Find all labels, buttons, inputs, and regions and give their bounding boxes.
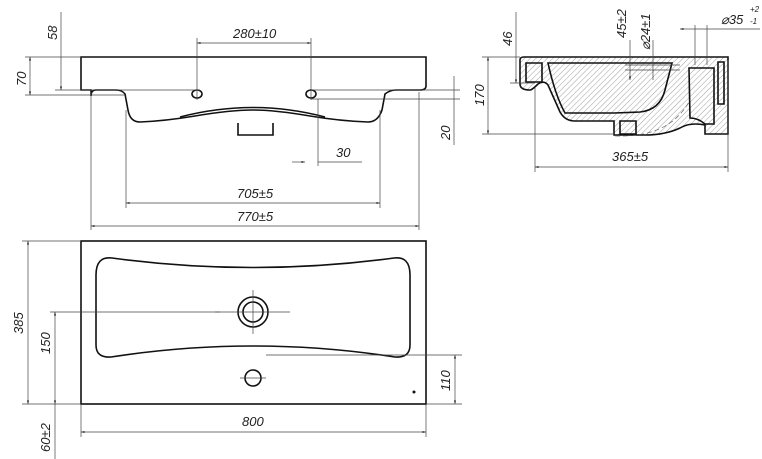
drain-hole	[619, 120, 637, 135]
basin-outline	[80, 240, 427, 405]
dim-280: 280±10	[232, 26, 277, 41]
front-outline	[80, 56, 427, 123]
dim-800: 800	[242, 414, 264, 429]
dim-35-lower-tol: -1	[750, 17, 757, 26]
bowl-outline	[95, 257, 411, 358]
dim-58: 58	[45, 25, 60, 40]
dim-60: 60±2	[38, 422, 53, 452]
dim-70: 70	[14, 71, 29, 86]
back-cavity	[688, 67, 715, 125]
dim-24: ⌀24±1	[638, 13, 653, 50]
rim-channel	[525, 62, 543, 83]
side-section-view: 46 170 45±2 ⌀24±1 ⌀35 +2 -1 365±5	[472, 5, 760, 172]
bowl-cavity	[547, 62, 674, 114]
bowl-curve	[179, 106, 326, 118]
drain-outlet	[237, 123, 274, 136]
dim-770: 770±5	[237, 209, 274, 224]
dim-150: 150	[38, 332, 53, 354]
front-view: 58 70 280±10 20 30 705±5 770±5	[14, 12, 460, 230]
plan-view: 385 150 110 800 60±2	[11, 240, 462, 459]
dim-20: 20	[438, 125, 453, 141]
dim-110: 110	[438, 370, 453, 391]
overflow-channel	[717, 61, 725, 105]
dim-385: 385	[11, 312, 26, 334]
dim-45: 45±2	[614, 8, 629, 38]
dim-35: ⌀35	[721, 12, 744, 27]
hidden-line	[614, 99, 691, 137]
dim-30: 30	[336, 145, 351, 160]
marker-dot	[412, 390, 416, 394]
dim-705: 705±5	[237, 186, 274, 201]
dim-35-upper-tol: +2	[750, 5, 760, 14]
section-outline	[519, 56, 729, 136]
dim-365: 365±5	[612, 149, 649, 164]
dim-170: 170	[472, 84, 487, 106]
dim-46: 46	[500, 31, 515, 46]
